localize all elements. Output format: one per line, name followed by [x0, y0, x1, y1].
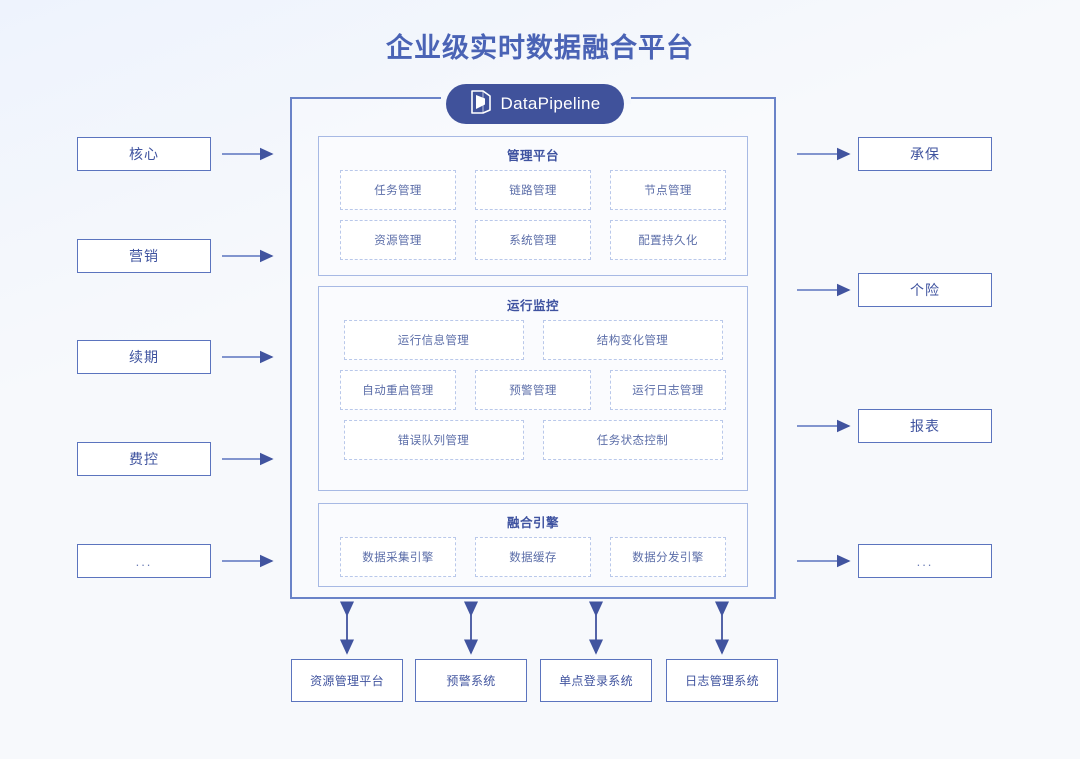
bottom-system-box-1[interactable]: 资源管理平台 [291, 659, 403, 702]
left-input-box-1[interactable]: 核心 [77, 137, 211, 171]
left-input-label-2: 营销 [129, 248, 159, 264]
section-management-platform: 管理平台 任务管理 链路管理 节点管理 资源管理 系统管理 配置持久化 [318, 136, 748, 276]
left-input-box-3[interactable]: 续期 [77, 340, 211, 374]
right-output-box-1[interactable]: 承保 [858, 137, 992, 171]
right-output-label-4: ... [916, 553, 934, 569]
left-input-box-2[interactable]: 营销 [77, 239, 211, 273]
module-cell[interactable]: 链路管理 [475, 170, 591, 210]
module-cell[interactable]: 系统管理 [475, 220, 591, 260]
module-cell[interactable]: 节点管理 [610, 170, 726, 210]
left-input-label-4: 费控 [129, 451, 159, 467]
module-cell[interactable]: 预警管理 [475, 370, 591, 410]
bottom-system-label-4: 日志管理系统 [685, 674, 759, 688]
section-row: 数据采集引擎 数据缓存 数据分发引擎 [319, 537, 747, 577]
right-output-box-2[interactable]: 个险 [858, 273, 992, 307]
module-cell[interactable]: 结构变化管理 [542, 320, 723, 360]
module-cell[interactable]: 数据采集引擎 [340, 537, 456, 577]
right-output-label-3: 报表 [910, 418, 940, 434]
section-title-engine: 融合引擎 [506, 516, 559, 530]
bottom-system-label-1: 资源管理平台 [310, 674, 384, 688]
section-row: 错误队列管理 任务状态控制 [319, 420, 747, 460]
module-cell[interactable]: 数据分发引擎 [610, 537, 726, 577]
right-output-box-3[interactable]: 报表 [858, 409, 992, 443]
bottom-system-label-3: 单点登录系统 [559, 674, 633, 688]
left-input-box-4[interactable]: 费控 [77, 442, 211, 476]
section-title-management: 管理平台 [506, 149, 559, 163]
module-cell[interactable]: 配置持久化 [610, 220, 726, 260]
left-input-box-5[interactable]: ... [77, 544, 211, 578]
module-cell[interactable]: 运行日志管理 [610, 370, 726, 410]
right-output-label-1: 承保 [910, 146, 940, 162]
bottom-system-box-2[interactable]: 预警系统 [415, 659, 527, 702]
bottom-system-box-3[interactable]: 单点登录系统 [540, 659, 652, 702]
bottom-system-box-4[interactable]: 日志管理系统 [666, 659, 778, 702]
left-arrow-group [222, 147, 274, 568]
module-cell[interactable]: 错误队列管理 [343, 420, 524, 460]
right-output-box-4[interactable]: ... [858, 544, 992, 578]
page-title: 企业级实时数据融合平台 [386, 33, 694, 63]
section-row: 自动重启管理 预警管理 运行日志管理 [319, 370, 747, 410]
module-cell[interactable]: 数据缓存 [475, 537, 591, 577]
right-arrow-group [797, 147, 851, 568]
bottom-arrow-group [339, 601, 730, 655]
right-output-label-2: 个险 [910, 282, 940, 298]
left-input-label-1: 核心 [129, 146, 159, 162]
left-input-label-5: ... [135, 553, 153, 569]
module-cell[interactable]: 任务状态控制 [542, 420, 723, 460]
module-cell[interactable]: 任务管理 [340, 170, 456, 210]
section-runtime-monitoring: 运行监控 运行信息管理 结构变化管理 自动重启管理 预警管理 运行日志管理 错误… [318, 286, 748, 491]
left-input-label-3: 续期 [129, 349, 159, 365]
module-cell[interactable]: 自动重启管理 [340, 370, 456, 410]
section-row: 任务管理 链路管理 节点管理 [319, 170, 747, 210]
datapipeline-wordmark: DataPipeline [500, 94, 601, 113]
datapipeline-badge[interactable]: DataPipeline [446, 84, 624, 124]
module-cell[interactable]: 运行信息管理 [343, 320, 524, 360]
datapipeline-prism-icon [470, 89, 492, 120]
section-row: 运行信息管理 结构变化管理 [319, 320, 747, 360]
section-row: 资源管理 系统管理 配置持久化 [319, 220, 747, 260]
section-title-monitoring: 运行监控 [506, 299, 559, 313]
module-cell[interactable]: 资源管理 [340, 220, 456, 260]
bottom-system-label-2: 预警系统 [446, 674, 496, 688]
section-fusion-engine: 融合引擎 数据采集引擎 数据缓存 数据分发引擎 [318, 503, 748, 587]
